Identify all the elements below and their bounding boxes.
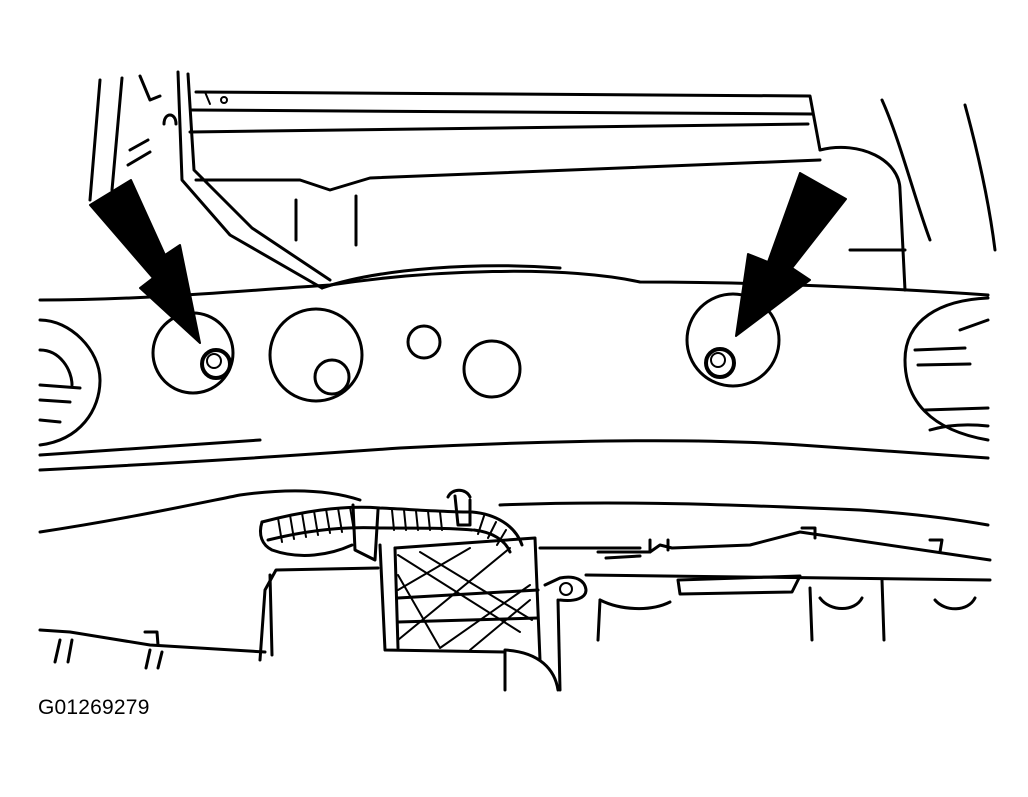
right-bolt (704, 347, 736, 379)
upper-linkage (88, 70, 997, 292)
left-bolt-callout-arrow (89, 179, 201, 344)
medium-hole (462, 339, 522, 399)
small-hole-inner (313, 358, 351, 396)
wiper-motor-housing (258, 536, 642, 692)
right-bracket (903, 296, 990, 442)
large-hole (268, 307, 364, 403)
right-bolt-hole (685, 292, 781, 388)
figure-id-label: G01269279 (38, 696, 150, 719)
left-bracket (38, 318, 102, 447)
right-lower-panel (584, 526, 992, 642)
lower-left-edge (38, 628, 267, 670)
left-bolt (200, 348, 232, 380)
lower-plate-edge (38, 489, 990, 534)
wiring-harness (258, 488, 524, 562)
right-bolt-callout-arrow (735, 172, 847, 337)
small-hole (406, 324, 442, 360)
